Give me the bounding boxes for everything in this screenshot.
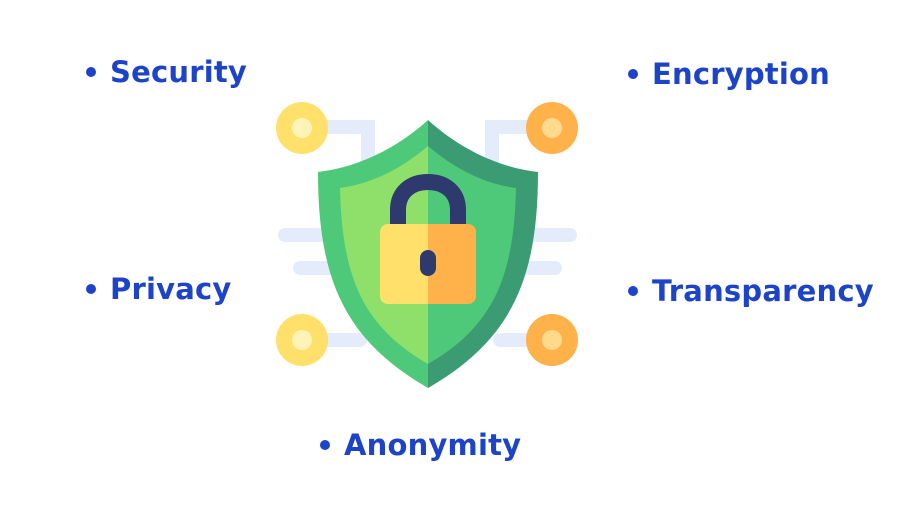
- padlock-shackle: [390, 173, 466, 228]
- bullet-dot-icon: [628, 286, 638, 296]
- label-privacy-text: Privacy: [110, 272, 232, 306]
- padlock-icon: [380, 173, 476, 304]
- bullet-dot-icon: [86, 67, 96, 77]
- label-transparency: Transparency: [628, 274, 874, 308]
- label-privacy: Privacy: [86, 272, 231, 306]
- label-transparency-text: Transparency: [652, 274, 874, 308]
- padlock-keyhole: [420, 250, 436, 276]
- label-security-text: Security: [110, 55, 247, 89]
- circuit-node-bottom-left: [276, 314, 328, 366]
- padlock-body-left: [380, 224, 428, 304]
- bullet-dot-icon: [320, 440, 330, 450]
- label-anonymity-text: Anonymity: [344, 428, 522, 462]
- label-security: Security: [86, 55, 247, 89]
- circuit-node-bottom-right: [526, 314, 578, 366]
- label-encryption-text: Encryption: [652, 57, 830, 91]
- bullet-dot-icon: [86, 284, 96, 294]
- label-anonymity: Anonymity: [320, 428, 521, 462]
- label-encryption: Encryption: [628, 57, 830, 91]
- bullet-dot-icon: [628, 69, 638, 79]
- circuit-node-top-left: [276, 102, 328, 154]
- padlock-body-right: [428, 224, 476, 304]
- circuit-node-top-right: [526, 102, 578, 154]
